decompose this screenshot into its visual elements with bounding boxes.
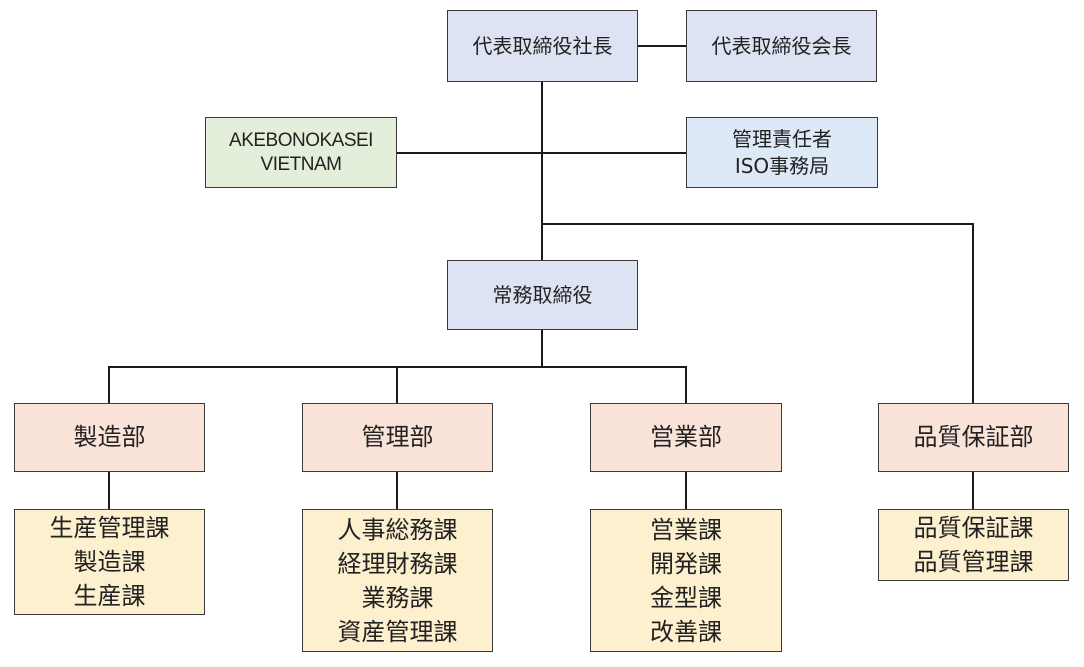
sections-box-quality: 品質保証課 品質管理課 bbox=[878, 509, 1069, 581]
section-item: 経理財務課 bbox=[337, 549, 458, 578]
vietnam-line-1: AKEBONOKASEI bbox=[229, 129, 373, 151]
section-item: 製造課 bbox=[73, 548, 146, 576]
dept-label: 品質保証部 bbox=[913, 422, 1034, 451]
section-item: 品質保証課 bbox=[913, 514, 1034, 542]
vietnam-line-2: VIETNAM bbox=[260, 153, 342, 175]
section-item: 生産管理課 bbox=[49, 514, 170, 542]
dept-box-manufacturing: 製造部 bbox=[14, 403, 205, 472]
section-item: 資産管理課 bbox=[337, 617, 458, 646]
vietnam-box: AKEBONOKASEI VIETNAM bbox=[205, 117, 397, 188]
dept-box-sales: 営業部 bbox=[590, 403, 782, 472]
section-item: 品質管理課 bbox=[913, 548, 1034, 576]
chairman-label: 代表取締役会長 bbox=[711, 34, 852, 58]
sections-box-manufacturing: 生産管理課 製造課 生産課 bbox=[14, 509, 205, 615]
section-item: 業務課 bbox=[361, 583, 434, 612]
iso-line-2: ISO事務局 bbox=[734, 153, 830, 178]
dept-label: 管理部 bbox=[361, 422, 434, 451]
sections-box-sales: 営業課 開発課 金型課 改善課 bbox=[590, 509, 782, 652]
chairman-box: 代表取締役会長 bbox=[686, 10, 877, 82]
dept-label: 製造部 bbox=[73, 422, 146, 451]
managing-director-box: 常務取締役 bbox=[447, 260, 638, 330]
dept-box-quality: 品質保証部 bbox=[878, 403, 1069, 472]
dept-label: 営業部 bbox=[650, 422, 722, 451]
section-item: 人事総務課 bbox=[337, 515, 458, 544]
section-item: 開発課 bbox=[650, 549, 722, 578]
section-item: 営業課 bbox=[650, 515, 722, 544]
section-item: 金型課 bbox=[650, 583, 722, 612]
dept-box-administration: 管理部 bbox=[302, 403, 493, 472]
managing-director-label: 常務取締役 bbox=[492, 283, 593, 307]
iso-line-1: 管理責任者 bbox=[732, 126, 832, 151]
section-item: 改善課 bbox=[650, 617, 722, 646]
section-item: 生産課 bbox=[73, 582, 146, 610]
iso-box: 管理責任者 ISO事務局 bbox=[686, 117, 878, 188]
president-box: 代表取締役社長 bbox=[447, 10, 638, 82]
sections-box-administration: 人事総務課 経理財務課 業務課 資産管理課 bbox=[302, 509, 493, 652]
president-label: 代表取締役社長 bbox=[472, 34, 613, 58]
